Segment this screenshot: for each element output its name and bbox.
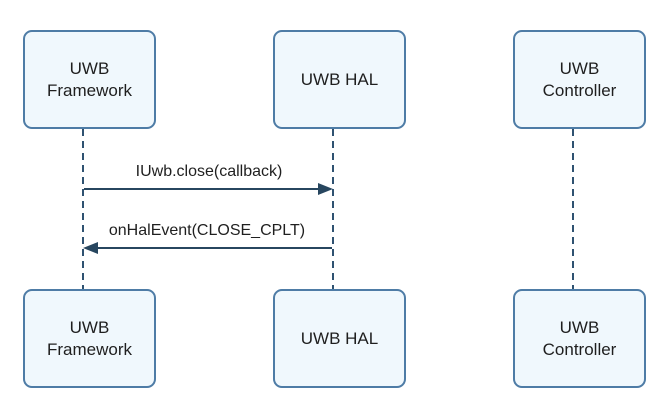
actor-box-framework-bottom: UWB Framework: [23, 289, 156, 388]
message-line-iuwb-close: [84, 188, 319, 190]
actor-box-controller-top: UWB Controller: [513, 30, 646, 129]
message-label-onhalevent: onHalEvent(CLOSE_CPLT): [108, 222, 306, 239]
actor-box-hal-top: UWB HAL: [273, 30, 406, 129]
actor-label-controller: UWB Controller: [542, 317, 617, 359]
actor-label-hal: UWB HAL: [300, 328, 379, 348]
lifeline-hal: [332, 129, 334, 289]
message-label-iuwb-close: IUwb.close(callback): [135, 163, 283, 180]
message-line-onhalevent: [97, 247, 332, 249]
actor-box-framework-top: UWB Framework: [23, 30, 156, 129]
actor-label-hal: UWB HAL: [300, 69, 379, 89]
actor-label-controller: UWB Controller: [542, 58, 617, 100]
actor-box-hal-bottom: UWB HAL: [273, 289, 406, 388]
lifeline-framework: [82, 129, 84, 289]
actor-label-framework: UWB Framework: [46, 58, 132, 100]
lifeline-controller: [572, 129, 574, 289]
actor-box-controller-bottom: UWB Controller: [513, 289, 646, 388]
actor-label-framework: UWB Framework: [46, 317, 132, 359]
arrowhead-right-icon: [318, 183, 333, 195]
arrowhead-left-icon: [83, 242, 98, 254]
